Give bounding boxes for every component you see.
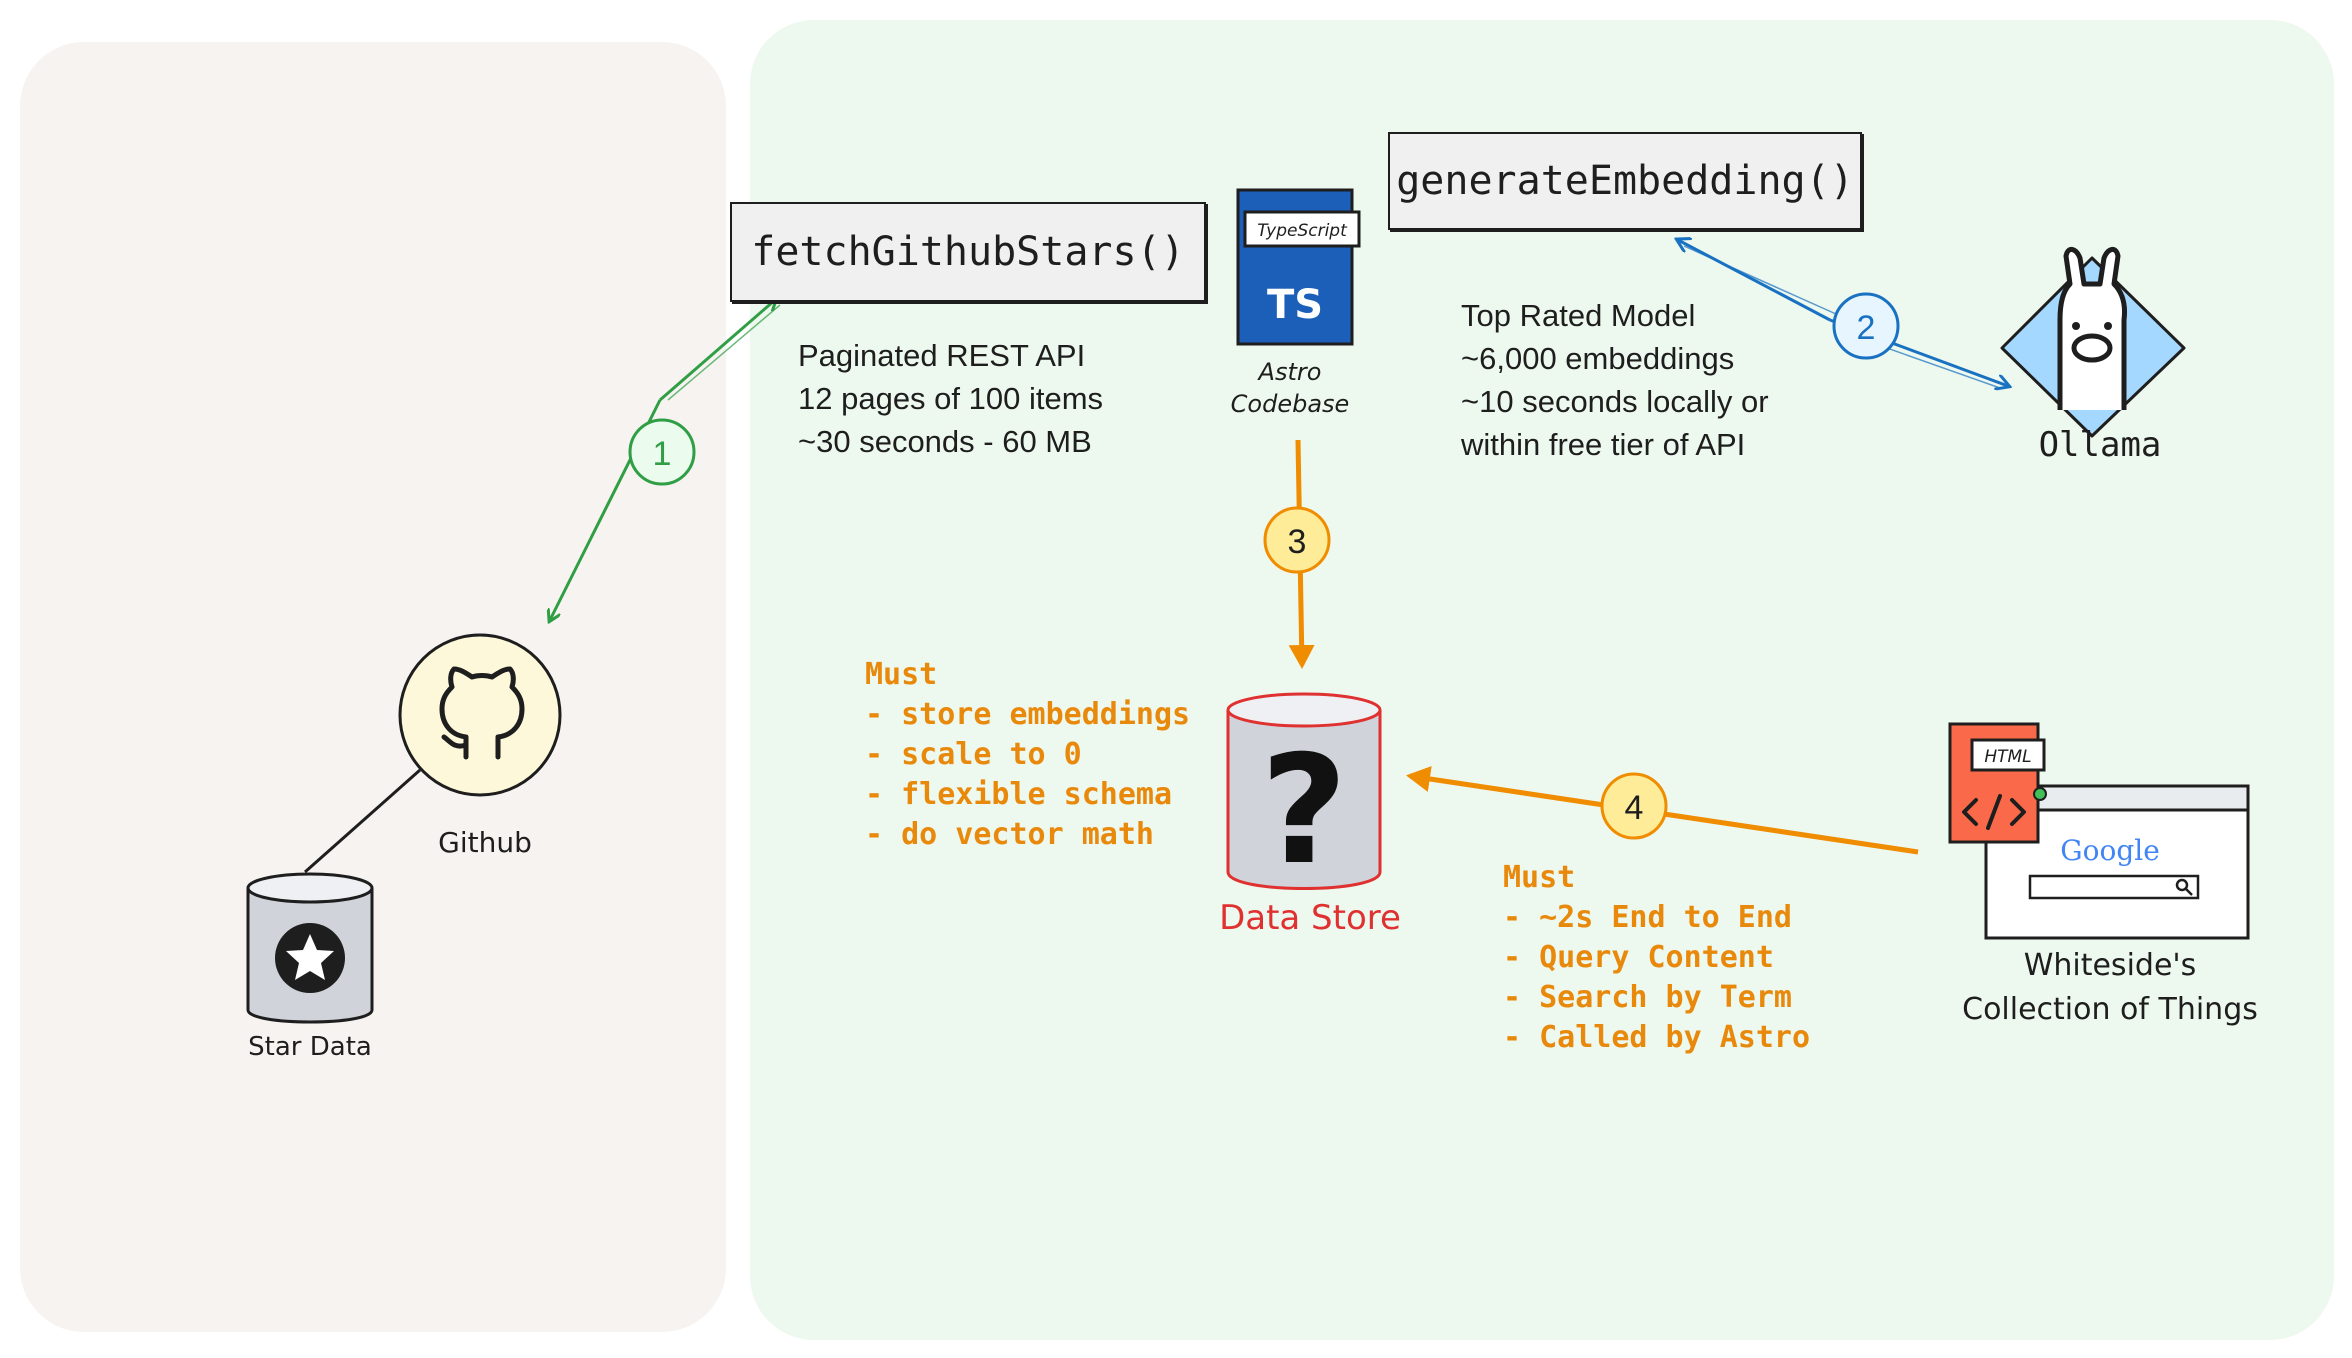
code-brackets-icon xyxy=(1962,794,2026,830)
collection-label-line: Collection of Things xyxy=(1962,992,2258,1027)
google-logo: Google xyxy=(2060,834,2160,867)
query-req-line: - Query Content xyxy=(1503,940,1774,975)
ts-badge: TS xyxy=(1267,282,1323,328)
query-req-line: - Search by Term xyxy=(1503,980,1792,1015)
step-3-badge: 3 xyxy=(1263,506,1331,574)
query-req-line: Must xyxy=(1503,860,1576,895)
github-zone-panel xyxy=(20,42,726,1332)
data-store-requirements: Must - store embeddings - scale to 0 - f… xyxy=(865,655,1190,855)
model-note-line: within free tier of API xyxy=(1461,427,1746,462)
github-icon xyxy=(439,666,525,760)
fetch-function-name: fetchGithubStars() xyxy=(751,229,1185,275)
store-req-line: - flexible schema xyxy=(865,777,1173,812)
step-1-badge: 1 xyxy=(628,418,696,486)
model-note-line: Top Rated Model xyxy=(1461,298,1696,333)
step-4-badge: 4 xyxy=(1600,772,1668,840)
typescript-tag: TypeScript xyxy=(1257,221,1348,241)
generate-function-name: generateEmbedding() xyxy=(1396,158,1854,204)
unknown-store-question-mark: ? xyxy=(1260,724,1347,898)
collection-label-line: Whiteside's xyxy=(2023,948,2197,983)
astro-label-line: Codebase xyxy=(1230,390,1350,418)
data-store-label: Data Store xyxy=(1219,898,1401,938)
fetch-note-line: ~30 seconds - 60 MB xyxy=(798,424,1092,459)
step-3-number: 3 xyxy=(1288,523,1307,561)
star-data-node xyxy=(246,872,374,1024)
step-2-badge: 2 xyxy=(1832,292,1900,360)
fetch-notes: Paginated REST API 12 pages of 100 items… xyxy=(798,334,1103,463)
browser-window-icon: Google xyxy=(1984,784,2250,940)
query-req-line: - Called by Astro xyxy=(1503,1020,1811,1055)
github-node xyxy=(398,633,562,797)
model-note-line: ~6,000 embeddings xyxy=(1461,341,1735,376)
step-4-number: 4 xyxy=(1625,789,1644,827)
html-icon: HTML xyxy=(1948,722,2047,844)
ollama-label: Ollama xyxy=(2038,425,2162,465)
collection-label: Whiteside's Collection of Things xyxy=(1930,944,2290,1032)
github-to-star-connector xyxy=(304,768,421,874)
store-req-line: - do vector math xyxy=(865,817,1154,852)
star-icon xyxy=(275,923,345,993)
model-note-line: ~10 seconds locally or xyxy=(1461,384,1769,419)
data-store-node: ? xyxy=(1226,692,1382,898)
github-label: Github xyxy=(438,826,532,859)
query-req-line: - ~2s End to End xyxy=(1503,900,1792,935)
model-notes: Top Rated Model ~6,000 embeddings ~10 se… xyxy=(1461,294,1769,466)
star-data-label: Star Data xyxy=(248,1032,372,1062)
ollama-llama-icon xyxy=(2057,247,2127,410)
astro-label-line: Astro xyxy=(1258,358,1322,386)
store-req-line: - scale to 0 xyxy=(865,737,1082,772)
store-req-line: Must xyxy=(865,657,938,692)
typescript-icon: TypeScript TS xyxy=(1236,188,1361,346)
store-req-line: - store embeddings xyxy=(865,697,1191,732)
step-1-number: 1 xyxy=(653,435,672,473)
fetch-note-line: Paginated REST API xyxy=(798,338,1086,373)
astro-codebase-label: Astro Codebase xyxy=(1220,356,1360,420)
html-tag: HTML xyxy=(1984,747,2031,767)
step-2-number: 2 xyxy=(1857,309,1876,347)
fetch-note-line: 12 pages of 100 items xyxy=(798,381,1104,416)
search-icon xyxy=(2175,878,2193,896)
fetch-github-stars-box: fetchGithubStars() xyxy=(730,202,1206,302)
generate-embedding-box: generateEmbedding() xyxy=(1388,132,1862,230)
query-requirements: Must - ~2s End to End - Query Content - … xyxy=(1503,858,1810,1058)
ollama-node xyxy=(2000,247,2186,438)
